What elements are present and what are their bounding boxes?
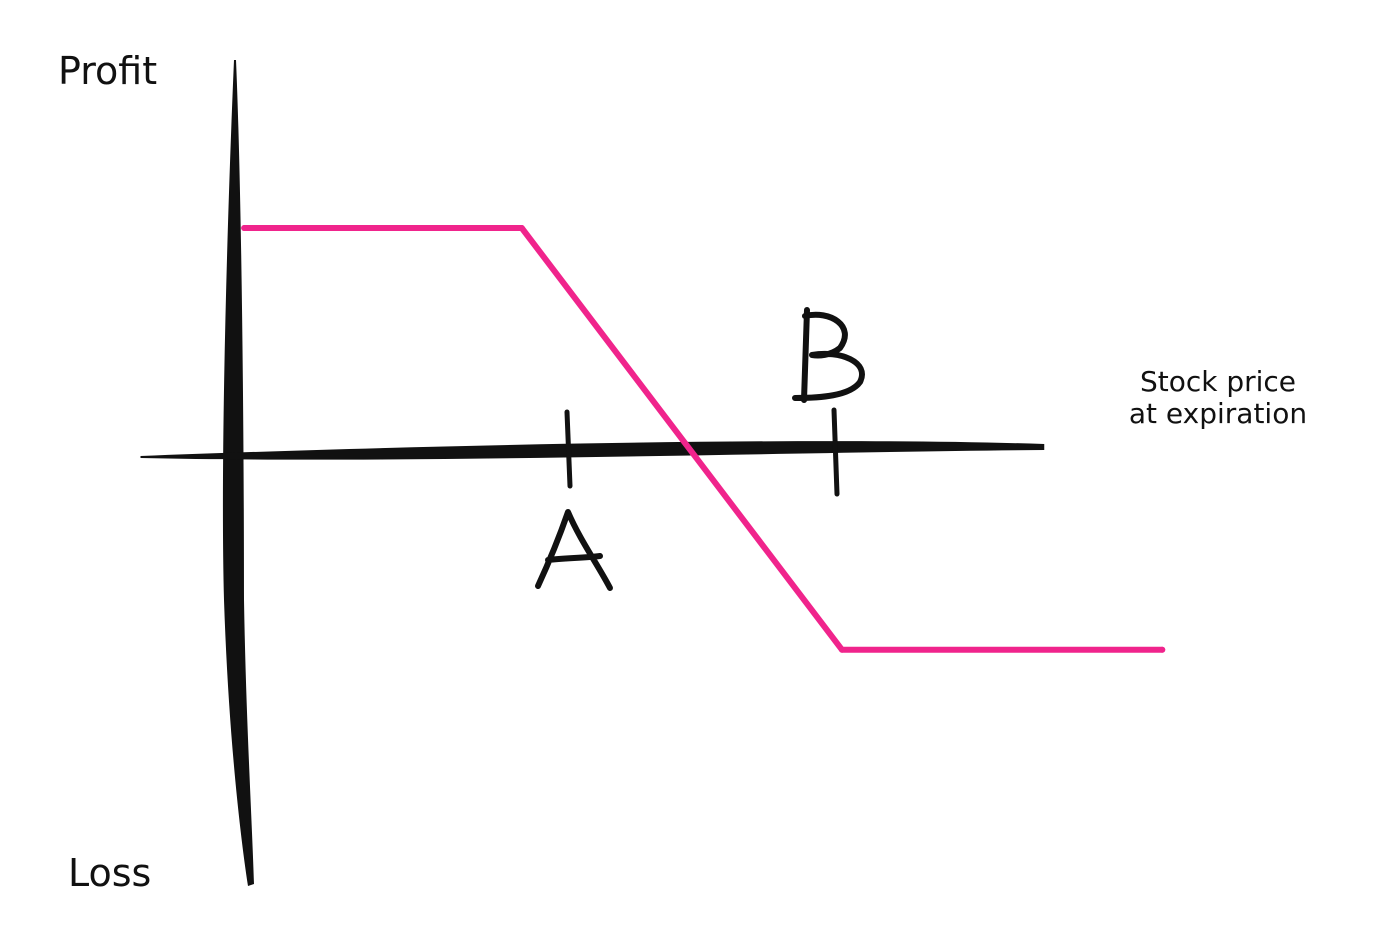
- payoff-point-1: [241, 225, 248, 231]
- tick-label-a: A: [535, 509, 613, 591]
- tick-mark-b: [831, 407, 840, 497]
- payoff-series-line: [241, 225, 1166, 653]
- y-axis-label-loss: Loss: [68, 851, 151, 895]
- x-axis-line: [140, 441, 1045, 460]
- payoff-point-3: [839, 646, 845, 653]
- ticks: AB: [535, 307, 865, 591]
- y-axis-line: [222, 60, 254, 886]
- payoff-point-2: [518, 225, 525, 231]
- axes: [140, 60, 1045, 886]
- x-axis-label-line-2: at expiration: [1129, 397, 1307, 430]
- labels: Profit Loss Stock price at expiration: [58, 49, 1307, 895]
- series: [241, 225, 1166, 653]
- payoff-point-4: [1159, 646, 1166, 653]
- y-axis-label-profit: Profit: [58, 49, 157, 93]
- x-axis-label-line-1: Stock price: [1140, 365, 1296, 398]
- tick-label-b: B: [792, 307, 865, 403]
- tick-mark-a: [564, 409, 573, 489]
